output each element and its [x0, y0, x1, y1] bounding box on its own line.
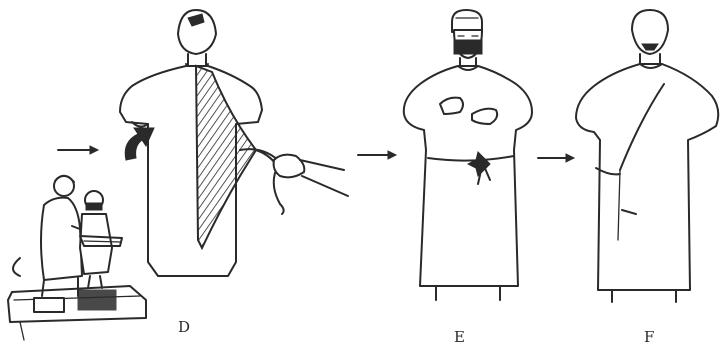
panel-label-d: D — [178, 318, 190, 336]
arrow-to-e — [358, 151, 396, 159]
small-scene-nurse-surgeon — [8, 176, 146, 340]
panel-label-f: F — [644, 328, 654, 346]
arrow-to-d — [58, 146, 98, 154]
panel-d-figure — [120, 10, 348, 276]
panel-label-e: E — [454, 328, 465, 346]
panel-f-figure — [576, 10, 718, 302]
arrow-to-f — [538, 154, 574, 162]
panel-e-figure — [404, 10, 532, 300]
